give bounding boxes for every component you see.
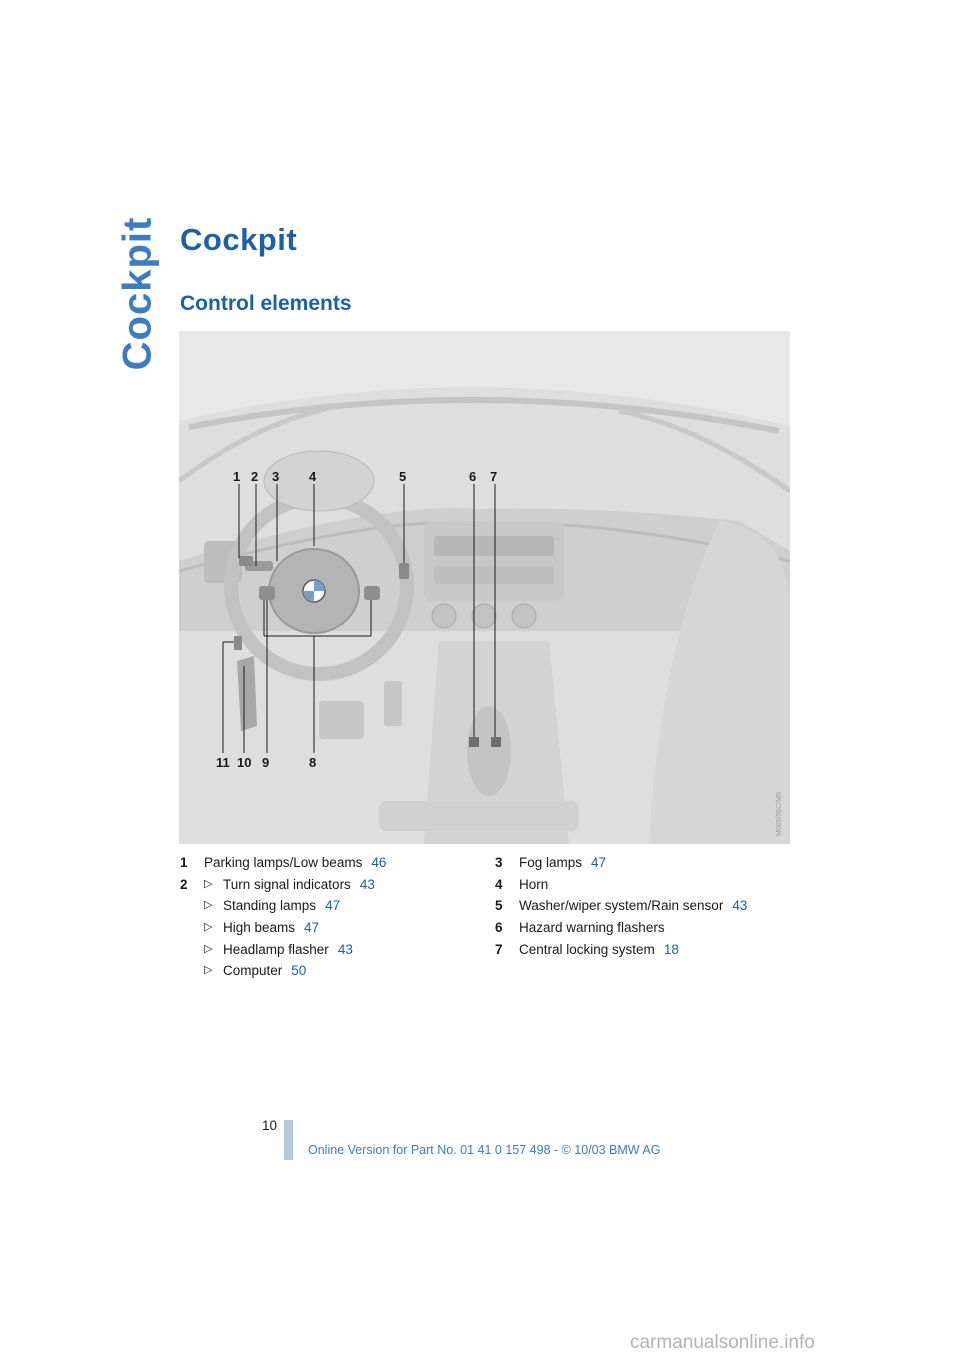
light-switch bbox=[239, 556, 253, 566]
accelerator-pedal bbox=[384, 681, 402, 726]
page-ref-link[interactable]: 47 bbox=[304, 920, 320, 936]
gear-lever bbox=[467, 706, 511, 796]
callout-5: 5 bbox=[399, 469, 406, 484]
page-number: 10 bbox=[262, 1118, 278, 1133]
footer-bar bbox=[284, 1120, 293, 1160]
legend-item: 4 Horn bbox=[495, 874, 795, 896]
hood-release bbox=[234, 636, 242, 650]
legend-subitem: ▷ Standing lamps 47 bbox=[180, 895, 480, 917]
item-number: 2 bbox=[180, 876, 188, 892]
section-title: Control elements bbox=[180, 292, 352, 315]
center-stack bbox=[424, 521, 564, 601]
callout-7: 7 bbox=[490, 469, 497, 484]
windshield-top-edge bbox=[188, 396, 780, 434]
item-label: Computer bbox=[223, 963, 283, 979]
triangle-bullet-icon: ▷ bbox=[204, 877, 213, 890]
footer-text: Online Version for Part No. 01 41 0 157 … bbox=[308, 1143, 661, 1157]
triangle-bullet-icon: ▷ bbox=[204, 899, 213, 912]
legend-left: 1 Parking lamps/Low beams 46 2 ▷ Turn sig… bbox=[180, 852, 480, 982]
legend-subitem: ▷ High beams 47 bbox=[180, 917, 480, 939]
item-label: Headlamp flasher bbox=[223, 941, 329, 957]
cockpit-drawing: 1 2 3 4 5 6 7 8 9 10 11 M005/06C/M5 bbox=[179, 331, 790, 844]
item-number: 6 bbox=[495, 920, 503, 936]
legend-subitem: ▷ Computer 50 bbox=[180, 960, 480, 982]
item-label: Hazard warning flashers bbox=[519, 920, 665, 936]
callout-10: 10 bbox=[237, 755, 251, 770]
wheel-buttons-right bbox=[364, 586, 380, 600]
page-ref-link[interactable]: 18 bbox=[663, 941, 679, 957]
cockpit-illustration: 1 2 3 4 5 6 7 8 9 10 11 M005/06C/M5 bbox=[179, 331, 790, 844]
legend-item: 7 Central locking system 18 bbox=[495, 939, 795, 961]
wiper-stalk bbox=[399, 563, 409, 579]
climate-knob-left bbox=[431, 603, 457, 629]
callout-9: 9 bbox=[262, 755, 269, 770]
callout-1: 1 bbox=[233, 469, 240, 484]
callout-11: 11 bbox=[216, 755, 230, 770]
central-lock-switch bbox=[491, 737, 501, 747]
item-label: Horn bbox=[519, 876, 549, 892]
legend-item: 2 ▷ Turn signal indicators 43 bbox=[180, 874, 480, 896]
center-vents bbox=[434, 536, 554, 556]
image-code: M005/06C/M5 bbox=[776, 792, 783, 836]
item-label: Standing lamps bbox=[223, 898, 317, 914]
a-pillar-right bbox=[618, 408, 790, 494]
item-label: Turn signal indicators bbox=[223, 876, 351, 892]
climate-knob-right bbox=[511, 603, 537, 629]
page-ref-link[interactable]: 43 bbox=[337, 941, 353, 957]
item-number: 4 bbox=[495, 876, 503, 892]
item-label: Parking lamps/Low beams bbox=[204, 855, 363, 870]
windshield-frame bbox=[179, 331, 790, 426]
passenger-seat bbox=[649, 521, 790, 844]
kick-panel bbox=[237, 656, 257, 731]
legend-item: 3 Fog lamps 47 bbox=[495, 852, 795, 874]
legend-subitem: ▷ Headlamp flasher 43 bbox=[180, 939, 480, 961]
legend-item: 5 Washer/wiper system/Rain sensor 43 bbox=[495, 895, 795, 917]
climate-knob-center bbox=[471, 603, 497, 629]
triangle-bullet-icon: ▷ bbox=[204, 921, 213, 934]
wheel-buttons-left bbox=[259, 586, 275, 600]
legend-item: 1 Parking lamps/Low beams 46 bbox=[180, 852, 480, 874]
callout-2: 2 bbox=[251, 469, 258, 484]
radio-unit bbox=[434, 566, 554, 584]
item-number: 3 bbox=[495, 855, 503, 870]
rear-console bbox=[379, 801, 579, 831]
watermark: carmanualsonline.info bbox=[630, 1332, 815, 1353]
callout-8: 8 bbox=[309, 755, 316, 770]
page-ref-link[interactable]: 43 bbox=[359, 876, 375, 892]
item-label: Central locking system bbox=[519, 941, 655, 957]
side-tab-label: Cockpit bbox=[115, 216, 160, 370]
instrument-cluster bbox=[263, 450, 375, 512]
brake-pedal bbox=[319, 701, 364, 739]
hazard-switch bbox=[469, 737, 479, 747]
item-number: 5 bbox=[495, 898, 503, 914]
legend-item: 6 Hazard warning flashers bbox=[495, 917, 795, 939]
item-label: Fog lamps bbox=[519, 855, 583, 870]
callout-4: 4 bbox=[309, 469, 317, 484]
page-ref-link[interactable]: 43 bbox=[732, 898, 748, 914]
page-ref-link[interactable]: 47 bbox=[325, 898, 341, 914]
page-ref-link[interactable]: 50 bbox=[291, 963, 307, 979]
item-label: Washer/wiper system/Rain sensor bbox=[519, 898, 724, 914]
item-number: 7 bbox=[495, 941, 503, 957]
callout-6: 6 bbox=[469, 469, 476, 484]
side-tab: Cockpit bbox=[108, 216, 168, 370]
callout-3: 3 bbox=[272, 469, 279, 484]
a-pillar-left bbox=[179, 403, 340, 484]
item-label: High beams bbox=[223, 920, 296, 936]
callout-lines bbox=[222, 484, 496, 753]
page-ref-link[interactable]: 47 bbox=[591, 855, 607, 870]
page-ref-link[interactable]: 46 bbox=[371, 855, 387, 870]
triangle-bullet-icon: ▷ bbox=[204, 964, 213, 977]
triangle-bullet-icon: ▷ bbox=[204, 942, 213, 955]
page-title: Cockpit bbox=[180, 222, 298, 257]
item-number: 1 bbox=[180, 855, 188, 870]
